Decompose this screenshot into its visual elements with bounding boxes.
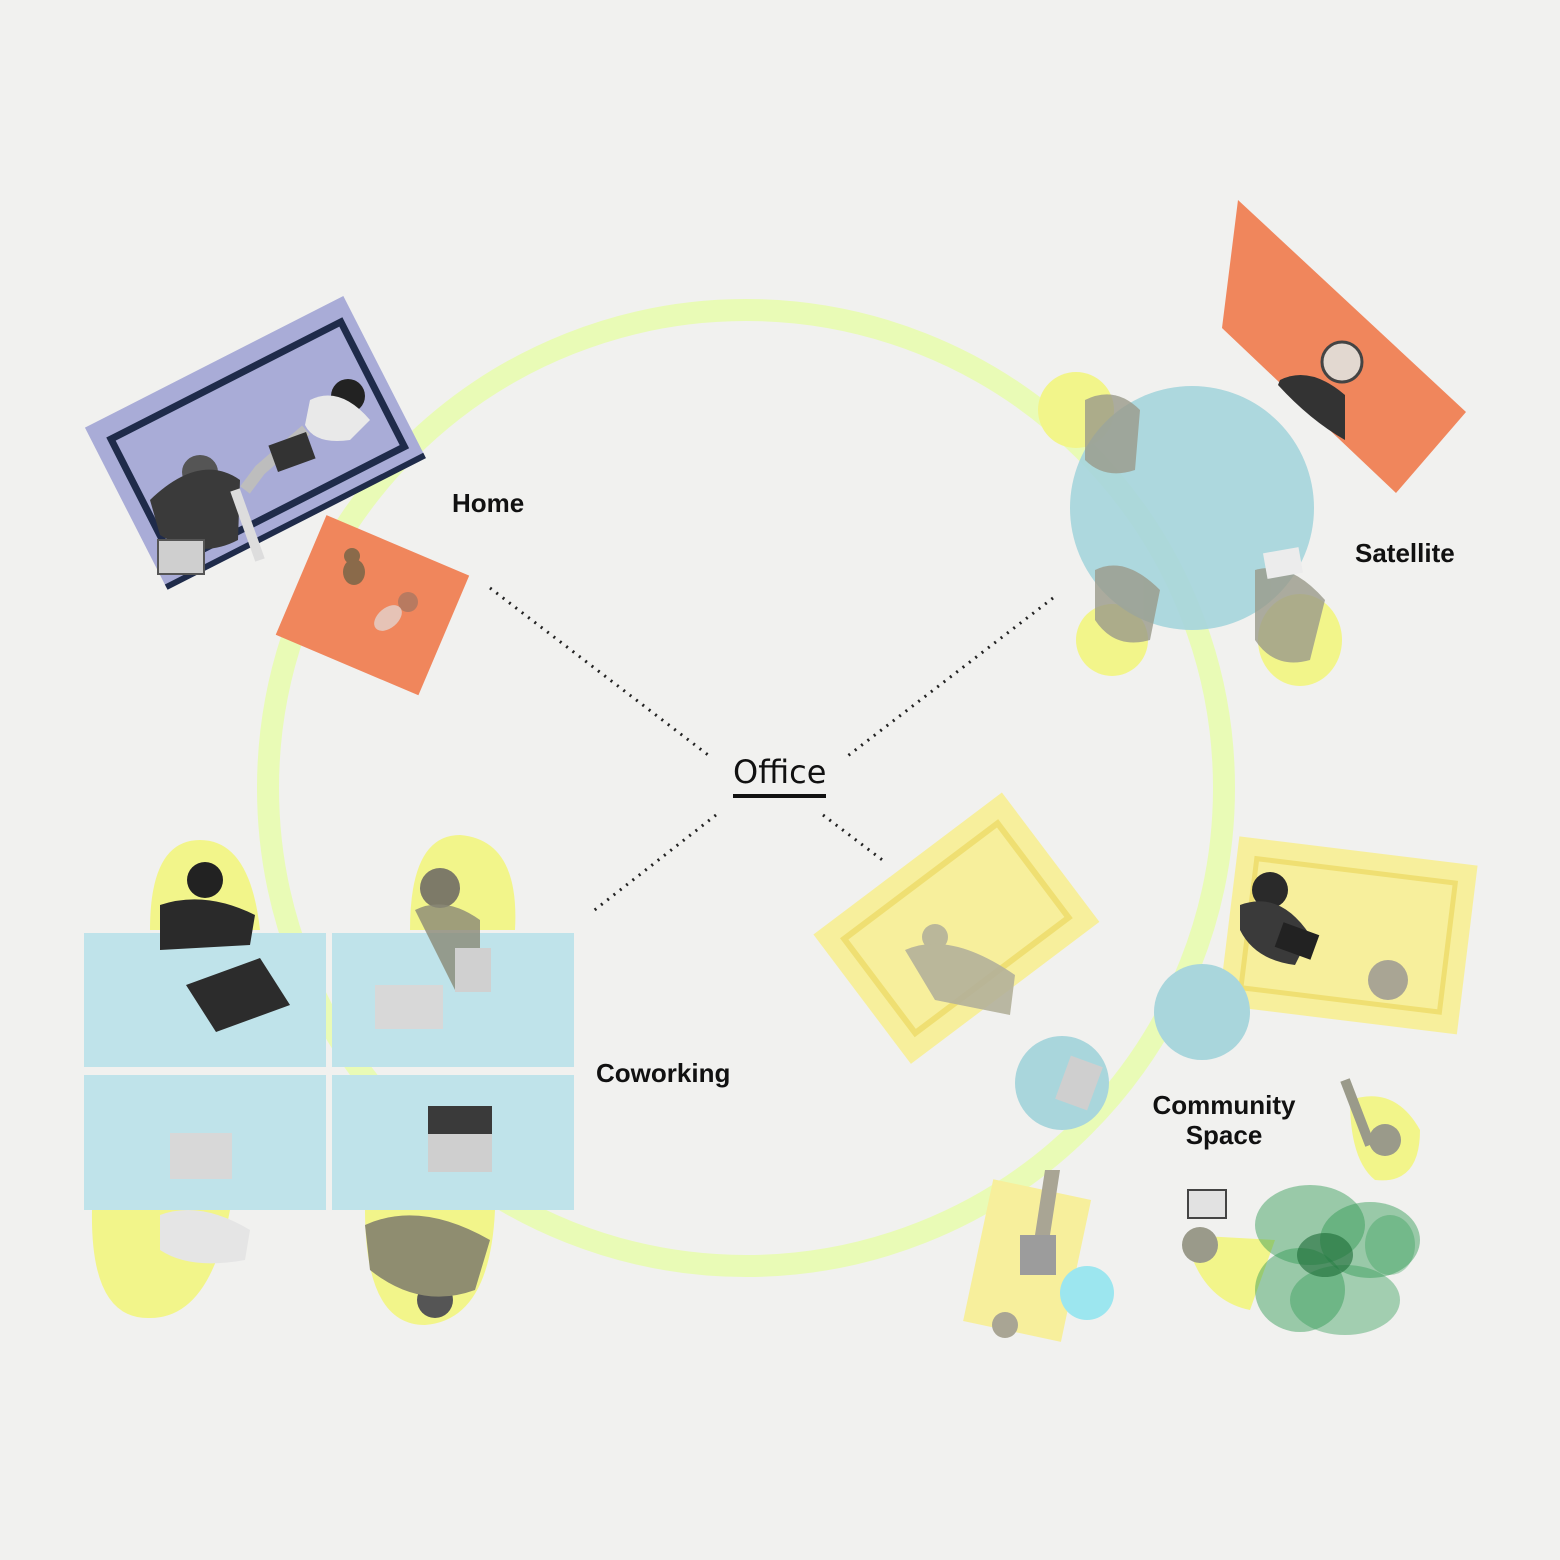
satellite-laptop xyxy=(1263,547,1303,579)
community-plant xyxy=(1255,1185,1420,1335)
home-person-laptop xyxy=(150,455,265,575)
satellite-label: Satellite xyxy=(1355,538,1455,568)
laptop-2 xyxy=(375,985,443,1029)
home-sofa-frame xyxy=(106,317,410,569)
home-scene xyxy=(84,295,470,696)
community-scene xyxy=(813,792,1478,1342)
home-sofa-edge xyxy=(164,452,426,590)
community-bench-person xyxy=(992,1170,1060,1338)
connector-community xyxy=(822,813,886,864)
laptop-1 xyxy=(186,958,290,1032)
satellite-scene xyxy=(1038,200,1466,686)
satellite-person-orange xyxy=(1278,340,1364,440)
community-people xyxy=(1182,1078,1401,1263)
coworking-scene xyxy=(84,835,574,1325)
office-label: Office xyxy=(733,753,827,798)
community-laptop-on-table xyxy=(1055,1055,1103,1111)
connector-home xyxy=(489,586,713,760)
connector-coworking xyxy=(591,813,717,914)
connector-lines xyxy=(489,586,1054,914)
satellite-people xyxy=(1085,394,1325,663)
community-lounge-people xyxy=(905,924,1015,1015)
coworking-laptops xyxy=(170,948,492,1179)
home-person-reclining xyxy=(240,379,370,494)
coworking-people xyxy=(160,862,490,1318)
home-label: Home xyxy=(452,488,525,518)
connector-satellite xyxy=(844,596,1054,760)
home-teddy-bear xyxy=(343,548,365,585)
community-table-people xyxy=(1240,872,1408,1000)
community-circle-table-1 xyxy=(1154,964,1250,1060)
coworking-desks xyxy=(84,933,574,1210)
home-baby xyxy=(374,592,418,631)
community-cyan-dot xyxy=(1060,1266,1114,1320)
laptop-3 xyxy=(170,1133,232,1179)
community-label-line-1: Community xyxy=(1152,1090,1296,1120)
home-play-mat xyxy=(275,515,470,696)
coworking-label: Coworking xyxy=(596,1058,731,1088)
office-ring xyxy=(257,299,1235,1277)
community-label-line-2: Space xyxy=(1185,1120,1263,1150)
community-space-label: Community Space xyxy=(1148,1090,1300,1150)
